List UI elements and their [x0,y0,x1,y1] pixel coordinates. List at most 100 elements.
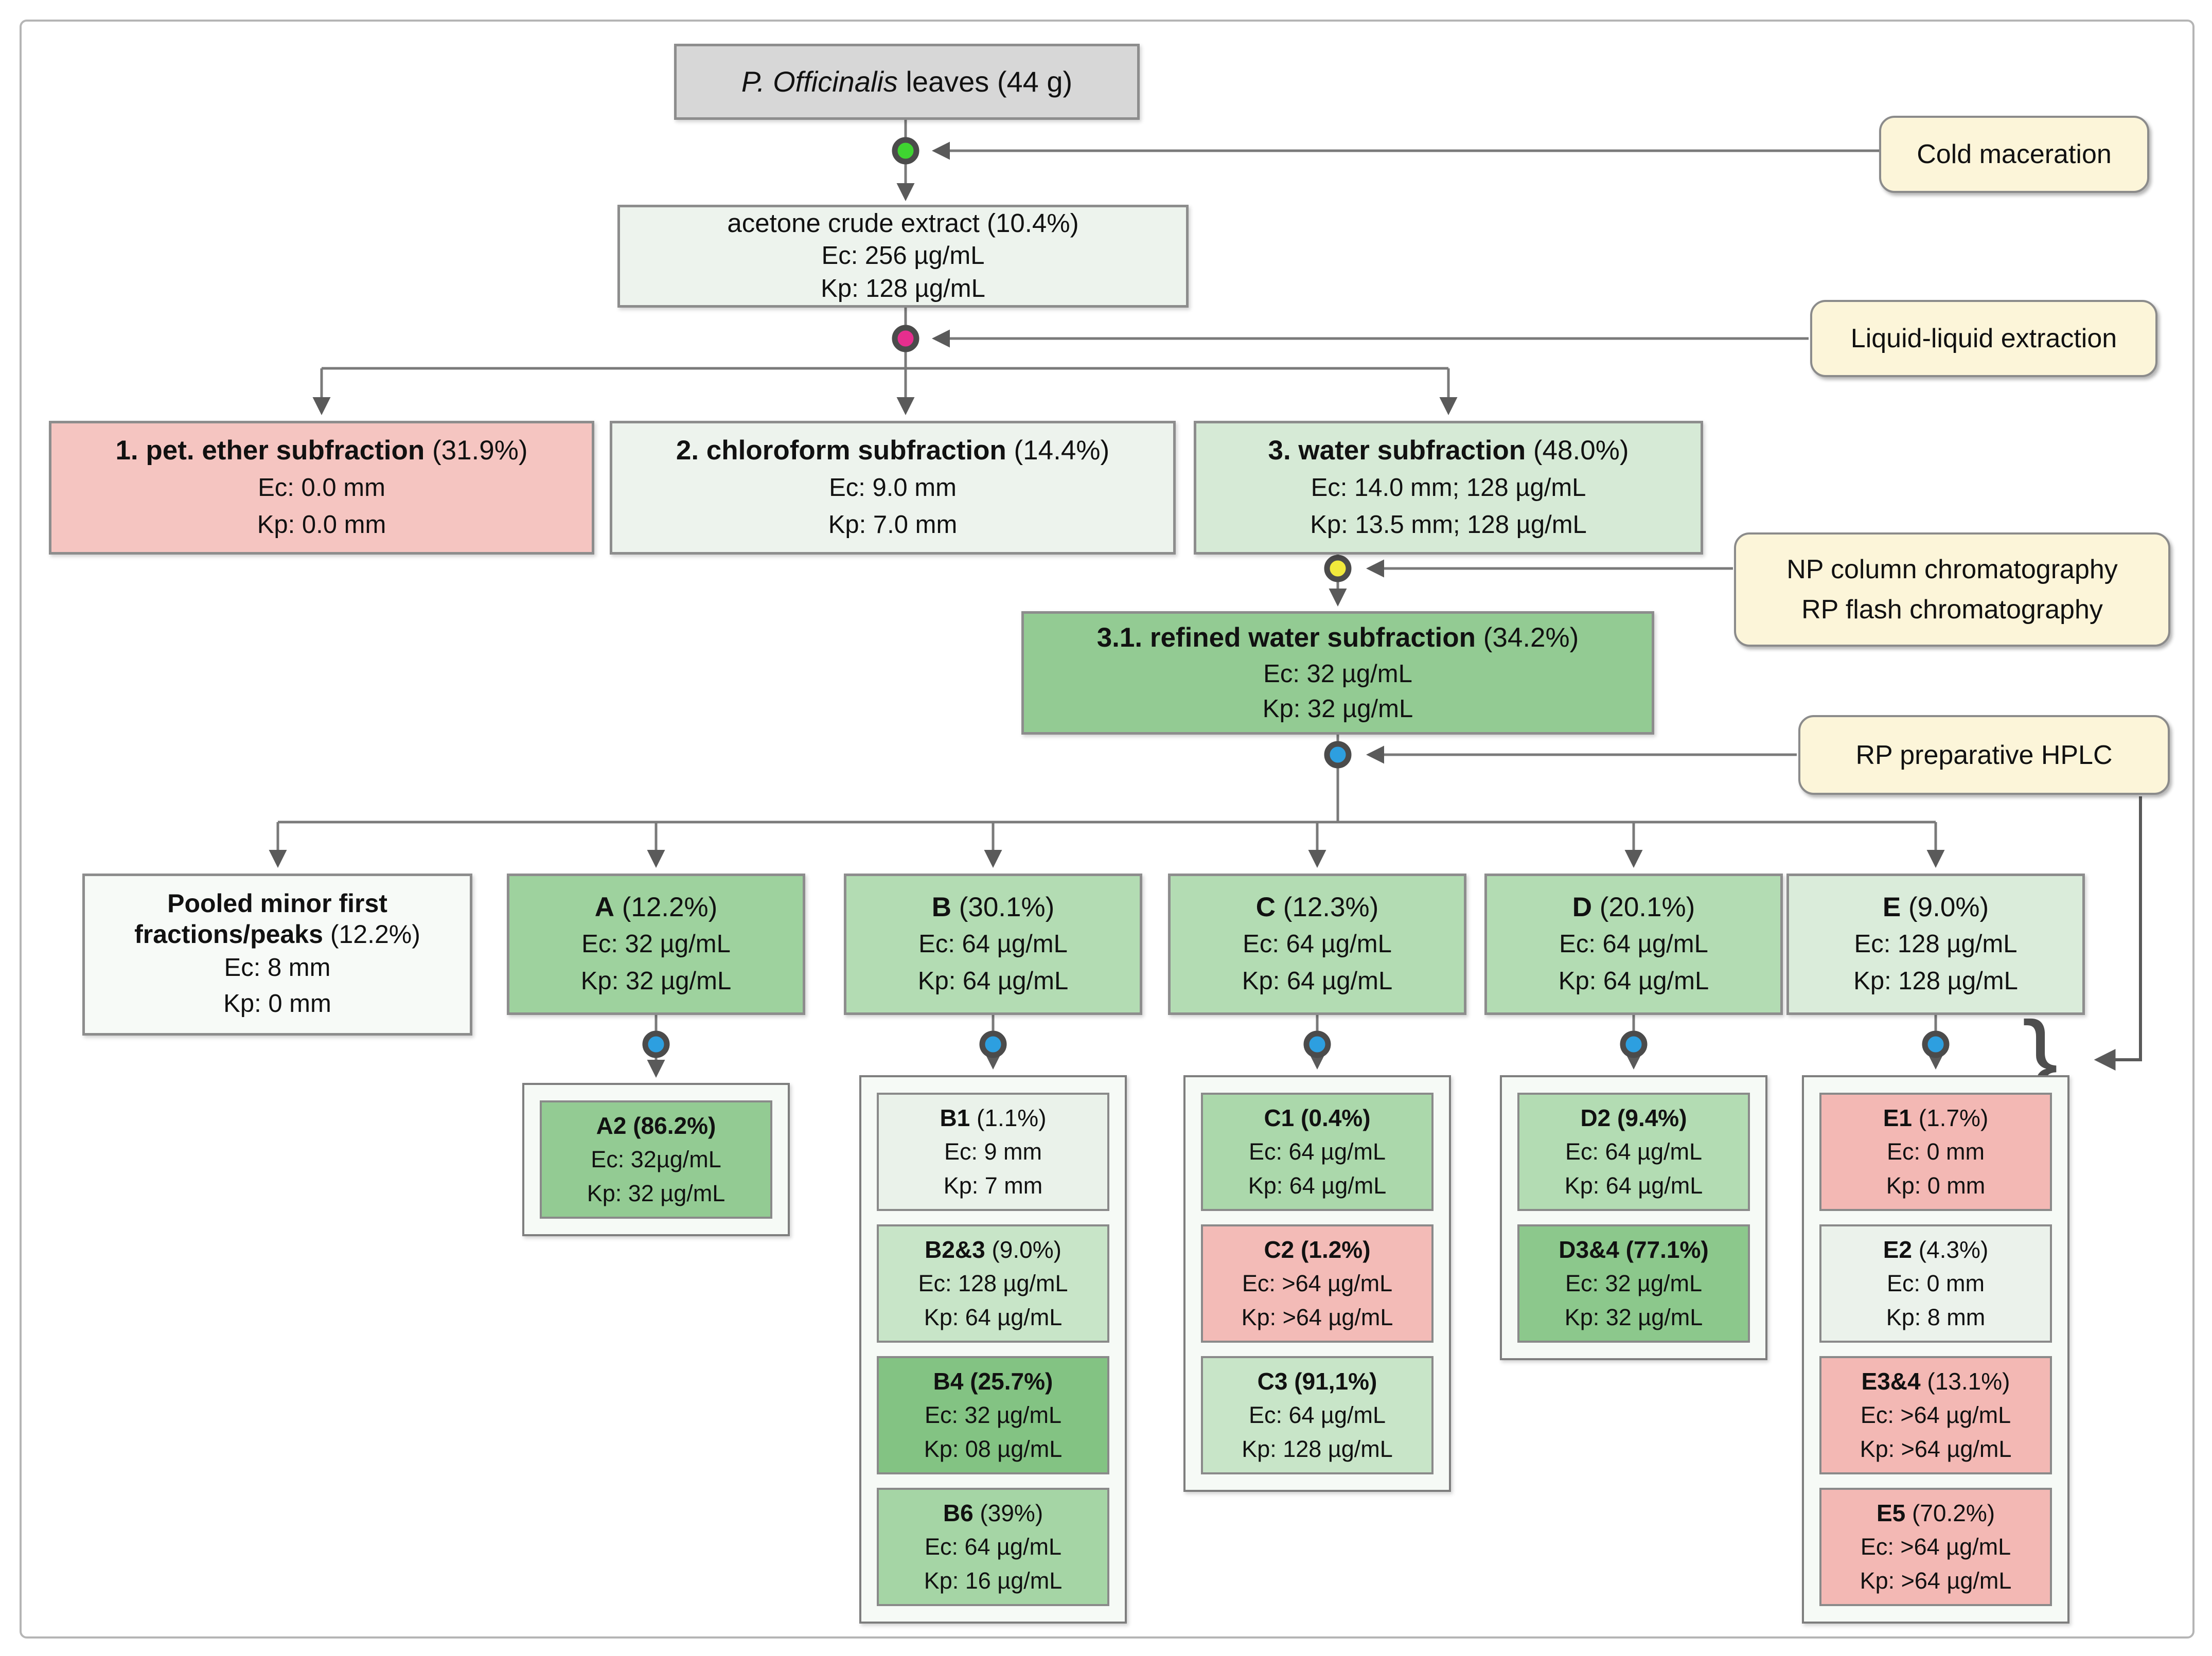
node-title: E3&4 (13.1%) [1861,1368,2010,1395]
ec-value: Ec: 8 mm [224,953,331,982]
kp-value: Kp: 64 µg/mL [924,1304,1063,1330]
container-A-subfractions: A2 (86.2%) Ec: 32µg/mL Kp: 32 µg/mL [522,1083,790,1236]
node-fraction-A: A (12.2%) Ec: 32 µg/mL Kp: 32 µg/mL [507,874,805,1015]
node-fraction-C: C (12.3%) Ec: 64 µg/mL Kp: 64 µg/mL [1168,874,1466,1015]
node-title: E1 (1.7%) [1883,1105,1989,1131]
kp-value: Kp: 64 µg/mL [1558,967,1709,995]
node-title: 3. water subfraction (48.0%) [1268,435,1629,466]
ec-value: Ec: >64 µg/mL [1860,1534,2011,1560]
ec-value: Ec: 9 mm [944,1138,1042,1165]
kp-value: Kp: 8 mm [1886,1304,1986,1330]
ec-value: Ec: >64 µg/mL [1242,1270,1393,1296]
node-title: A (12.2%) [594,892,718,922]
node-title: C1 (0.4%) [1264,1105,1371,1131]
node-title: E (9.0%) [1882,892,1989,922]
kp-value: Kp: 13.5 mm; 128 µg/mL [1310,510,1587,539]
kp-value: Kp: 0 mm [223,989,331,1018]
ec-value: Ec: 0 mm [1886,1138,1985,1165]
node-title: acetone crude extract (10.4%) [727,208,1079,238]
kp-value: Kp: >64 µg/mL [1241,1304,1393,1330]
subnode-E2: E2 (4.3%) Ec: 0 mm Kp: 8 mm [1819,1224,2052,1343]
subnode-D3-4: D3&4 (77.1%) Ec: 32 µg/mL Kp: 32 µg/mL [1517,1224,1750,1343]
kp-value: Kp: 64 µg/mL [1242,967,1393,995]
node-fraction-D: D (20.1%) Ec: 64 µg/mL Kp: 64 µg/mL [1484,874,1783,1015]
subnode-C3: C3 (91,1%) Ec: 64 µg/mL Kp: 128 µg/mL [1201,1356,1434,1474]
ec-value: Ec: 64 µg/mL [918,930,1068,958]
subnode-B1: B1 (1.1%) Ec: 9 mm Kp: 7 mm [877,1093,1109,1211]
subnode-B6: B6 (39%) Ec: 64 µg/mL Kp: 16 µg/mL [877,1488,1109,1606]
node-title: E2 (4.3%) [1883,1236,1989,1263]
node-title: 3.1. refined water subfraction (34.2%) [1096,622,1579,653]
node-leaves: P. Officinalis leaves (44 g) [674,44,1140,120]
kp-value: Kp: 0.0 mm [257,510,386,539]
node-pooled-minor-fractions: Pooled minor first fractions/peaks (12.2… [82,874,472,1036]
node-acetone-crude-extract: acetone crude extract (10.4%) Ec: 256 µg… [617,205,1189,308]
subnode-C1: C1 (0.4%) Ec: 64 µg/mL Kp: 64 µg/mL [1201,1093,1434,1211]
ec-value: Ec: 0 mm [1886,1270,1985,1296]
kp-value: Kp: 128 µg/mL [821,275,985,302]
kp-value: Kp: 32 µg/mL [587,1180,725,1206]
subnode-E1: E1 (1.7%) Ec: 0 mm Kp: 0 mm [1819,1093,2052,1211]
kp-value: Kp: 64 µg/mL [1564,1172,1703,1199]
kp-value: Kp: 64 µg/mL [1248,1172,1387,1199]
node-title: Pooled minor first fractions/peaks (12.2… [134,888,420,949]
ec-value: Ec: 14.0 mm; 128 µg/mL [1311,473,1586,502]
label-text: NP column chromatography [1786,555,2118,584]
kp-value: Kp: >64 µg/mL [1860,1436,2012,1462]
ec-value: Ec: >64 µg/mL [1860,1402,2011,1428]
ec-value: Ec: 128 µg/mL [1854,930,2018,958]
node-title: B4 (25.7%) [933,1368,1053,1395]
node-title: B1 (1.1%) [940,1105,1047,1131]
node-title: C3 (91,1%) [1257,1368,1377,1395]
subnode-E5: E5 (70.2%) Ec: >64 µg/mL Kp: >64 µg/mL [1819,1488,2052,1606]
subnode-E3-4: E3&4 (13.1%) Ec: >64 µg/mL Kp: >64 µg/mL [1819,1356,2052,1474]
label-text: Cold maceration [1917,139,2112,169]
node-title: C (12.3%) [1255,892,1379,922]
label-cold-maceration: Cold maceration [1879,116,2149,193]
ec-value: Ec: 32 µg/mL [1565,1270,1703,1296]
node-chloroform-subfraction: 2. chloroform subfraction (14.4%) Ec: 9.… [610,421,1176,555]
node-water-subfraction: 3. water subfraction (48.0%) Ec: 14.0 mm… [1194,421,1703,555]
ec-value: Ec: 64 µg/mL [1248,1402,1386,1428]
kp-value: Kp: 32 µg/mL [1262,695,1413,723]
label-text: Liquid-liquid extraction [1850,324,2117,353]
node-title: P. Officinalis leaves (44 g) [741,65,1073,98]
ec-value: Ec: 64 µg/mL [1248,1138,1386,1165]
ec-value: Ec: 32 µg/mL [924,1402,1062,1428]
kp-value: Kp: 32 µg/mL [580,967,732,995]
kp-value: Kp: 16 µg/mL [924,1568,1063,1594]
label-rp-preparative-hplc: RP preparative HPLC [1798,715,2170,795]
ec-value: Ec: 64 µg/mL [1243,930,1392,958]
subnode-B2-3: B2&3 (9.0%) Ec: 128 µg/mL Kp: 64 µg/mL [877,1224,1109,1343]
node-title: D3&4 (77.1%) [1559,1236,1709,1263]
label-text: RP flash chromatography [1801,595,2103,625]
ec-value: Ec: 128 µg/mL [918,1270,1068,1296]
kp-value: Kp: 32 µg/mL [1564,1304,1703,1330]
node-title: A2 (86.2%) [596,1112,716,1139]
node-title: B (30.1%) [931,892,1055,922]
kp-value: Kp: 64 µg/mL [917,967,1069,995]
kp-value: Kp: 0 mm [1886,1172,1986,1199]
ec-value: Ec: 64 µg/mL [1559,930,1708,958]
label-text: RP preparative HPLC [1855,740,2113,770]
kp-value: Kp: >64 µg/mL [1860,1568,2012,1594]
ec-value: Ec: 32 µg/mL [1263,660,1412,688]
ec-value: Ec: 64 µg/mL [924,1534,1062,1560]
subnode-A2: A2 (86.2%) Ec: 32µg/mL Kp: 32 µg/mL [540,1100,772,1219]
ec-value: Ec: 256 µg/mL [821,242,985,270]
container-D-subfractions: D2 (9.4%) Ec: 64 µg/mL Kp: 64 µg/mL D3&4… [1500,1075,1767,1360]
node-fraction-B: B (30.1%) Ec: 64 µg/mL Kp: 64 µg/mL [844,874,1142,1015]
node-title: D (20.1%) [1572,892,1695,922]
container-E-subfractions: E1 (1.7%) Ec: 0 mm Kp: 0 mm E2 (4.3%) Ec… [1802,1075,2069,1624]
container-C-subfractions: C1 (0.4%) Ec: 64 µg/mL Kp: 64 µg/mL C2 (… [1183,1075,1451,1492]
ec-value: Ec: 9.0 mm [829,473,957,502]
node-title: 1. pet. ether subfraction (31.9%) [115,435,528,466]
node-title: 2. chloroform subfraction (14.4%) [676,435,1110,466]
node-title: B6 (39%) [943,1500,1043,1526]
subnode-C2: C2 (1.2%) Ec: >64 µg/mL Kp: >64 µg/mL [1201,1224,1434,1343]
node-pet-ether-subfraction: 1. pet. ether subfraction (31.9%) Ec: 0.… [49,421,594,555]
kp-value: Kp: 7 mm [943,1172,1043,1199]
node-fraction-E: E (9.0%) Ec: 128 µg/mL Kp: 128 µg/mL [1786,874,2085,1015]
subnode-D2: D2 (9.4%) Ec: 64 µg/mL Kp: 64 µg/mL [1517,1093,1750,1211]
node-refined-water-subfraction: 3.1. refined water subfraction (34.2%) E… [1021,611,1654,735]
